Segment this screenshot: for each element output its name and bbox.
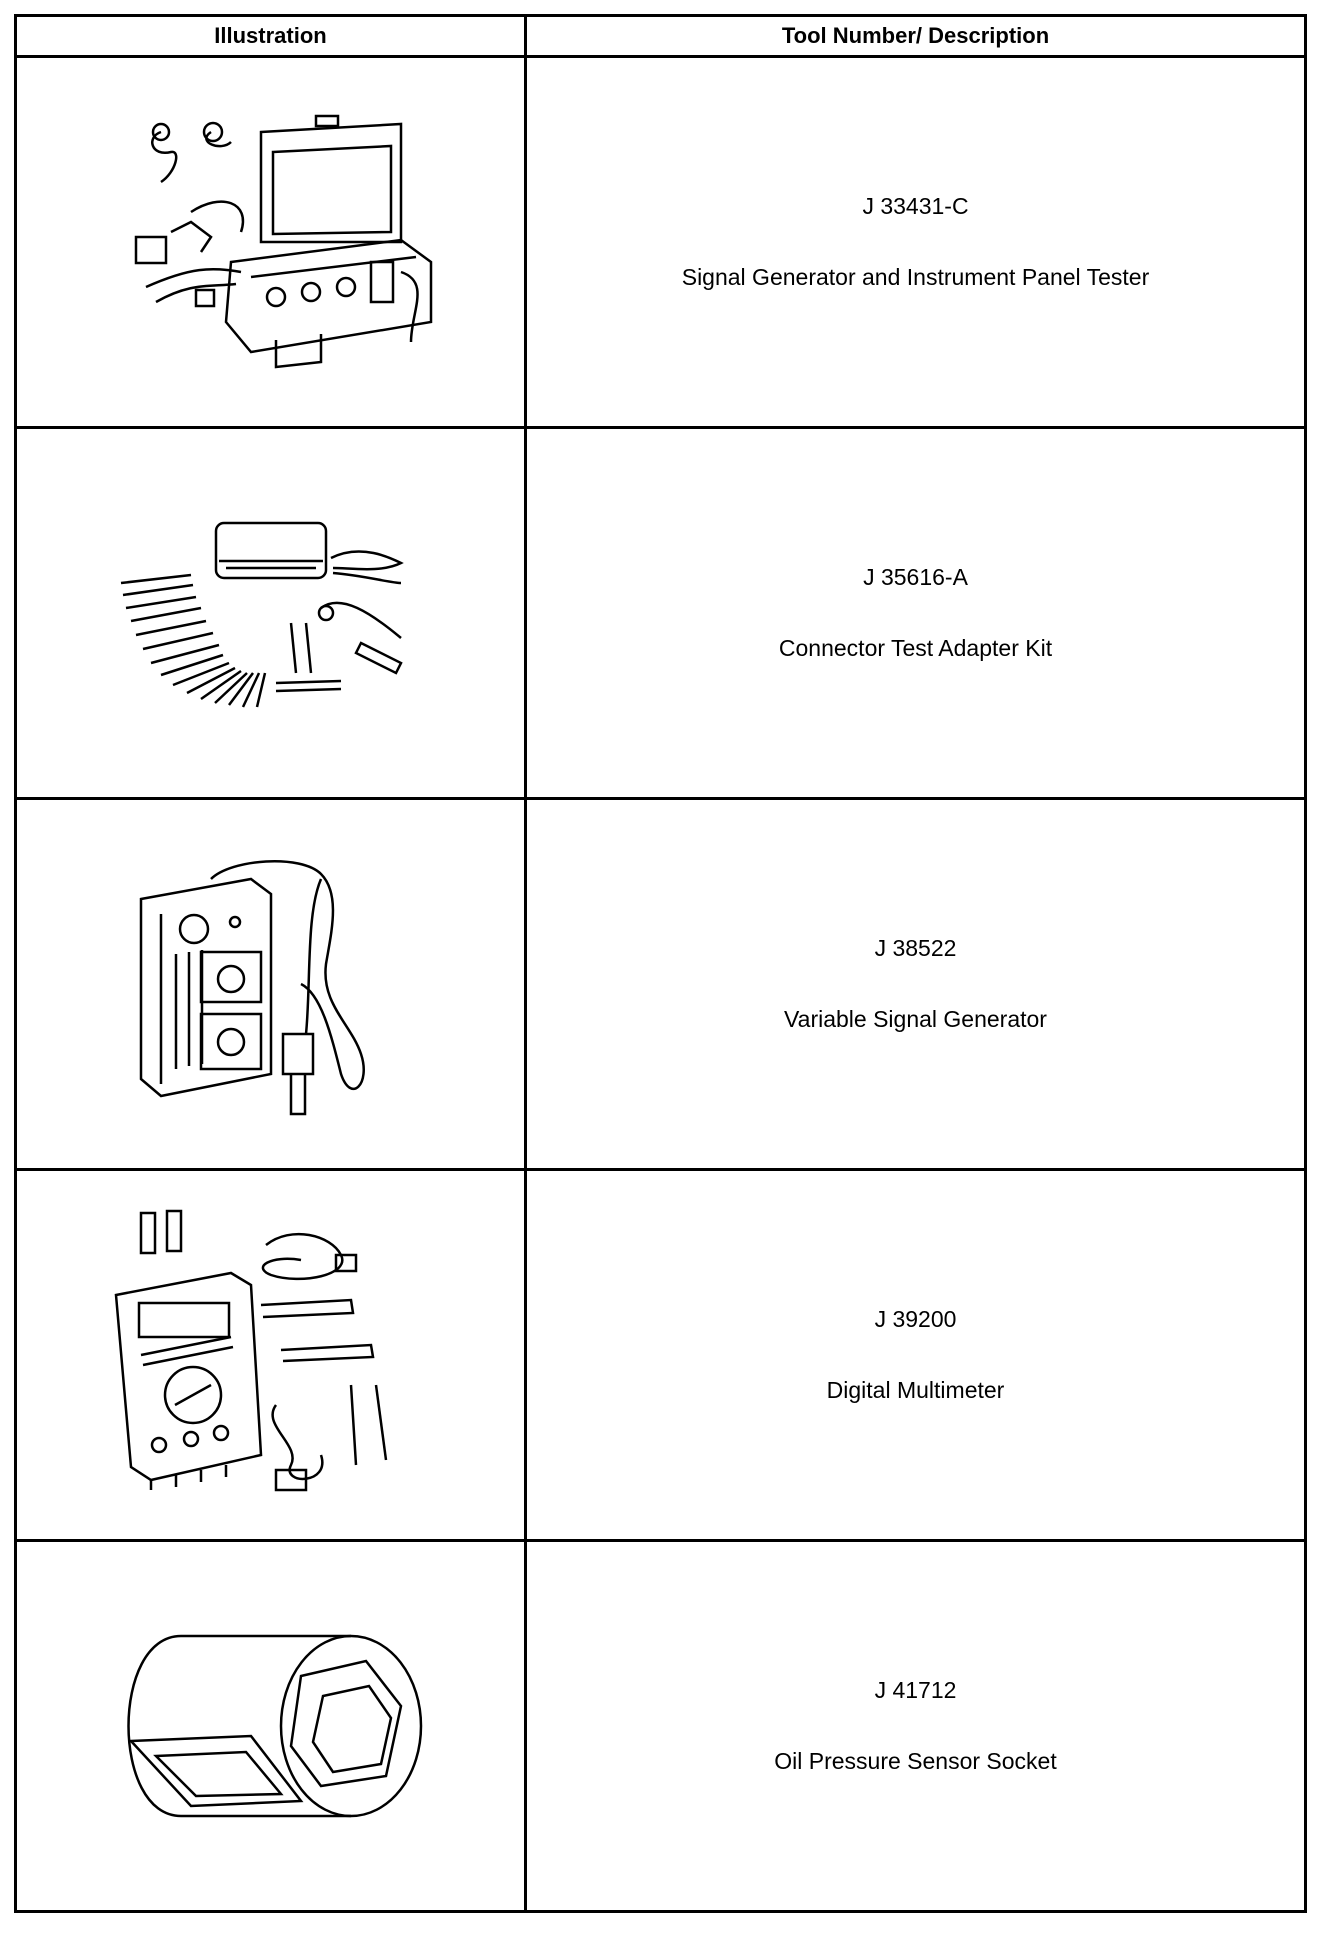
header-description: Tool Number/ Description xyxy=(524,14,1307,58)
tool-description: Oil Pressure Sensor Socket xyxy=(774,1748,1057,1774)
illustration-cell xyxy=(14,55,527,429)
tool-table: Illustration Tool Number/ Description xyxy=(14,14,1307,1913)
description-cell: J 38522 Variable Signal Generator xyxy=(524,797,1307,1171)
description-cell: J 39200 Digital Multimeter xyxy=(524,1168,1307,1542)
table-row: J 41712 Oil Pressure Sensor Socket xyxy=(14,1539,1307,1913)
tool-number: J 41712 xyxy=(874,1677,957,1703)
variable-signal-generator-icon xyxy=(139,860,365,1116)
tool-description: Connector Test Adapter Kit xyxy=(778,635,1053,661)
illustration-cell xyxy=(14,426,527,800)
table-row: J 39200 Digital Multimeter xyxy=(14,1168,1307,1542)
illustration-cell xyxy=(14,797,527,1171)
tool-description: Variable Signal Generator xyxy=(784,1006,1047,1032)
description-cell: J 41712 Oil Pressure Sensor Socket xyxy=(524,1539,1307,1913)
description-cell: J 35616-A Connector Test Adapter Kit xyxy=(524,426,1307,800)
signal-generator-case-icon xyxy=(134,114,432,369)
tool-number: J 35616-A xyxy=(863,564,968,590)
header-illustration: Illustration xyxy=(14,14,527,58)
illustration-cell xyxy=(14,1168,527,1542)
tool-description: Signal Generator and Instrument Panel Te… xyxy=(681,264,1150,290)
tool-number: J 38522 xyxy=(874,935,957,961)
description-cell: J 33431-C Signal Generator and Instrumen… xyxy=(524,55,1307,429)
tool-description: Digital Multimeter xyxy=(826,1377,1005,1403)
illustration-cell xyxy=(14,1539,527,1913)
table-row: J 38522 Variable Signal Generator xyxy=(14,797,1307,1171)
header-row: Illustration Tool Number/ Description xyxy=(14,14,1307,58)
digital-multimeter-icon xyxy=(114,1209,387,1492)
oil-pressure-socket-icon xyxy=(126,1634,422,1818)
tool-number: J 39200 xyxy=(874,1306,957,1332)
tool-number: J 33431-C xyxy=(862,193,969,219)
connector-adapter-kit-icon xyxy=(120,521,404,708)
table-row: J 33431-C Signal Generator and Instrumen… xyxy=(14,55,1307,429)
table-row: J 35616-A Connector Test Adapter Kit xyxy=(14,426,1307,800)
